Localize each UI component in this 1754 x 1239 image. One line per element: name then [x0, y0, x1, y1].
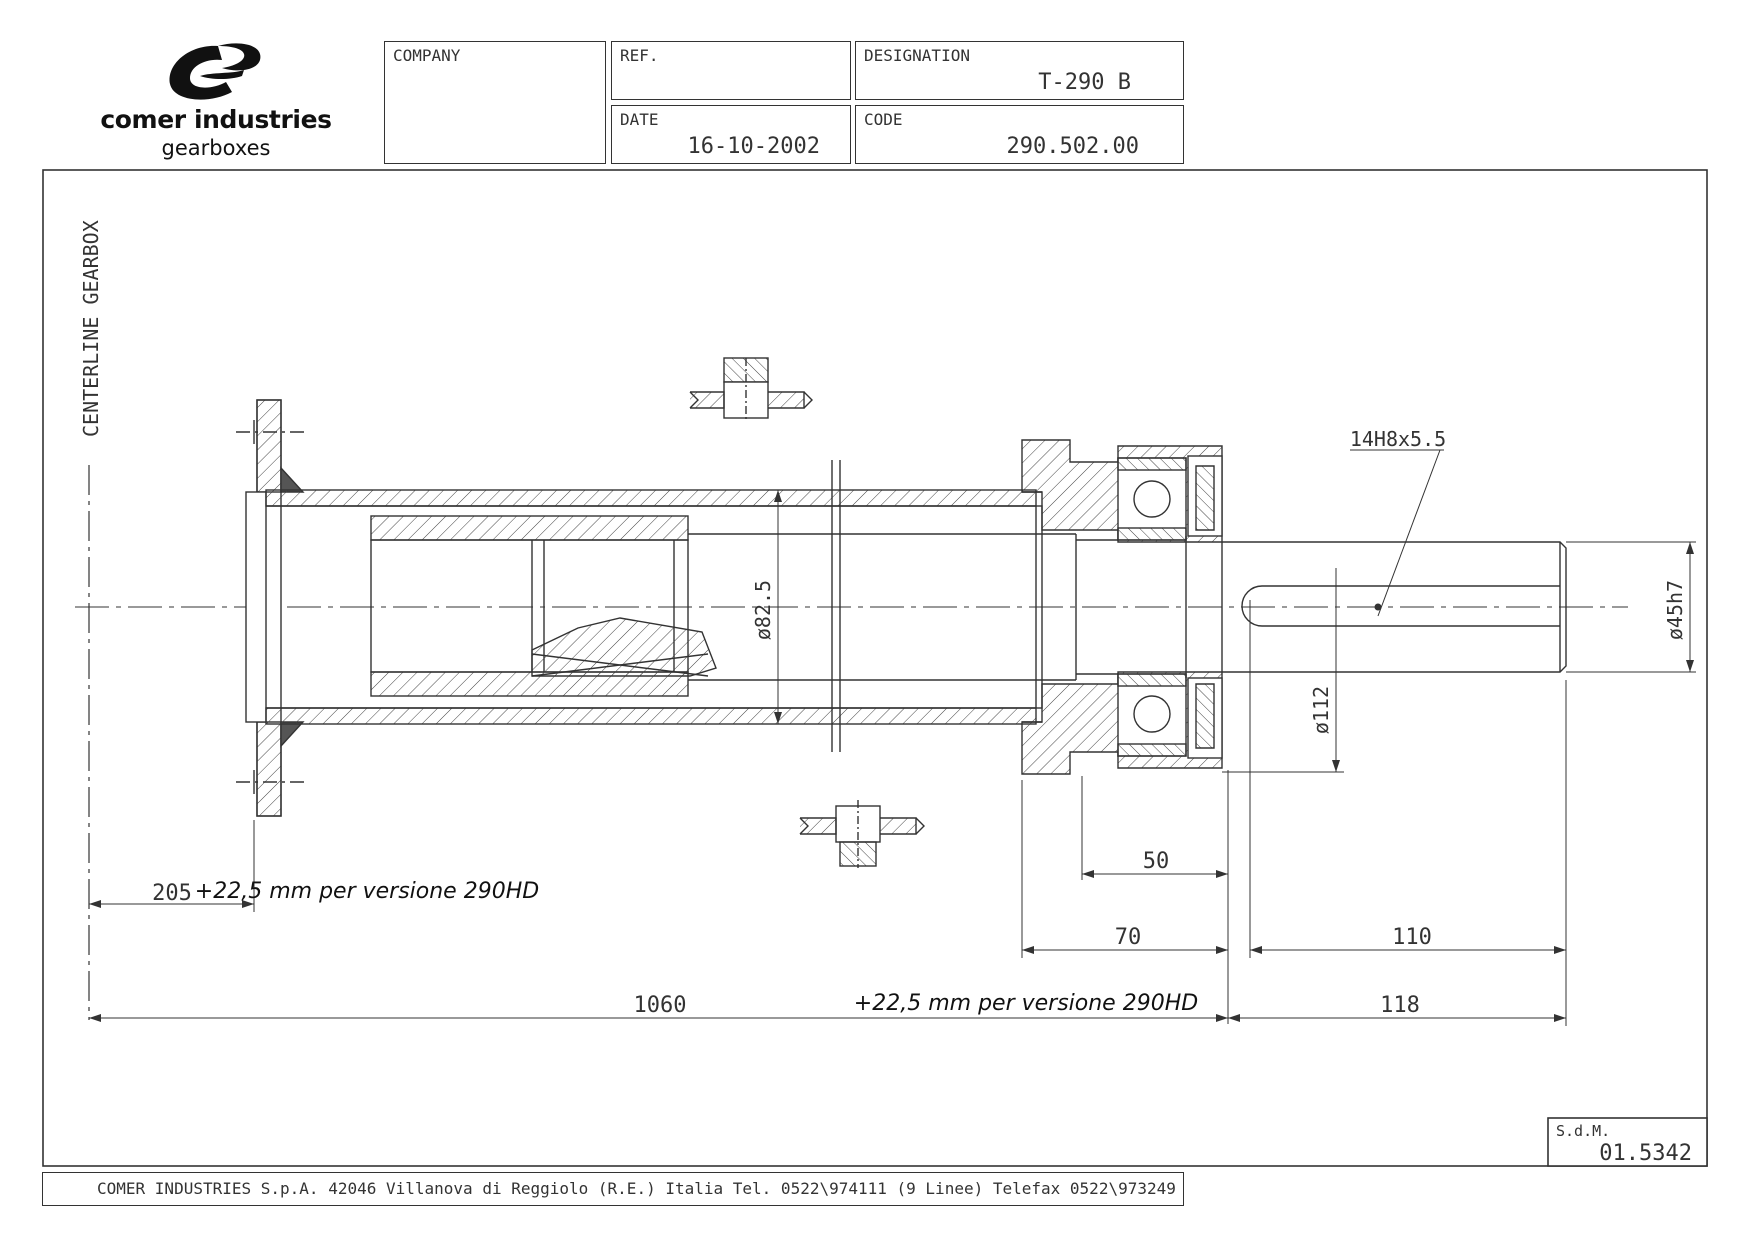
flange-diameter-dimension: ø112 — [1309, 686, 1333, 734]
centerline-gearbox-label: CENTERLINE GEARBOX — [79, 220, 103, 437]
ref-label: REF. — [620, 46, 659, 65]
designation-value: T-290 B — [1038, 70, 1131, 95]
dimension-70: 70 — [1115, 925, 1142, 950]
dimension-118: 118 — [1380, 993, 1420, 1018]
shaft-assembly — [236, 357, 1567, 868]
date-value: 16-10-2002 — [687, 134, 820, 159]
date-cell: DATE 16-10-2002 — [611, 105, 851, 164]
designation-cell: DESIGNATION T-290 B — [855, 41, 1184, 100]
date-label: DATE — [620, 110, 659, 129]
drawing-frame — [42, 169, 1708, 1167]
sdm-box — [1547, 1117, 1708, 1167]
note-205: +22,5 mm per versione 290HD — [195, 879, 539, 904]
sdm-value: 01.5342 — [1599, 1141, 1692, 1166]
code-cell: CODE 290.502.00 — [855, 105, 1184, 164]
footer-address: COMER INDUSTRIES S.p.A. 42046 Villanova … — [42, 1172, 1184, 1206]
company-logo-name: comer industries — [100, 105, 332, 134]
bore-diameter-dimension: ø82.5 — [751, 580, 775, 640]
sdm-label: S.d.M. — [1556, 1122, 1610, 1140]
bottom-plug-detail — [799, 800, 925, 868]
company-cell: COMPANY — [384, 41, 606, 164]
note-1060: +22,5 mm per versione 290HD — [854, 991, 1198, 1016]
dimension-1060: 1060 — [634, 993, 687, 1018]
code-value: 290.502.00 — [1006, 134, 1139, 159]
company-label: COMPANY — [393, 46, 461, 65]
shaft-diameter-dimension: ø45h7 — [1663, 580, 1687, 640]
dimension-lines — [89, 449, 1696, 1026]
keyway-dimension: 14H8x5.5 — [1350, 427, 1446, 451]
comer-logo-icon — [169, 43, 261, 100]
code-label: CODE — [864, 110, 903, 129]
designation-label: DESIGNATION — [864, 46, 970, 65]
dimension-205: 205 — [152, 881, 192, 906]
dimension-50: 50 — [1143, 849, 1170, 874]
ref-cell: REF. — [611, 41, 851, 100]
company-logo-subtitle: gearboxes — [161, 136, 271, 160]
top-plug-detail — [689, 357, 813, 420]
dimension-110: 110 — [1392, 925, 1432, 950]
